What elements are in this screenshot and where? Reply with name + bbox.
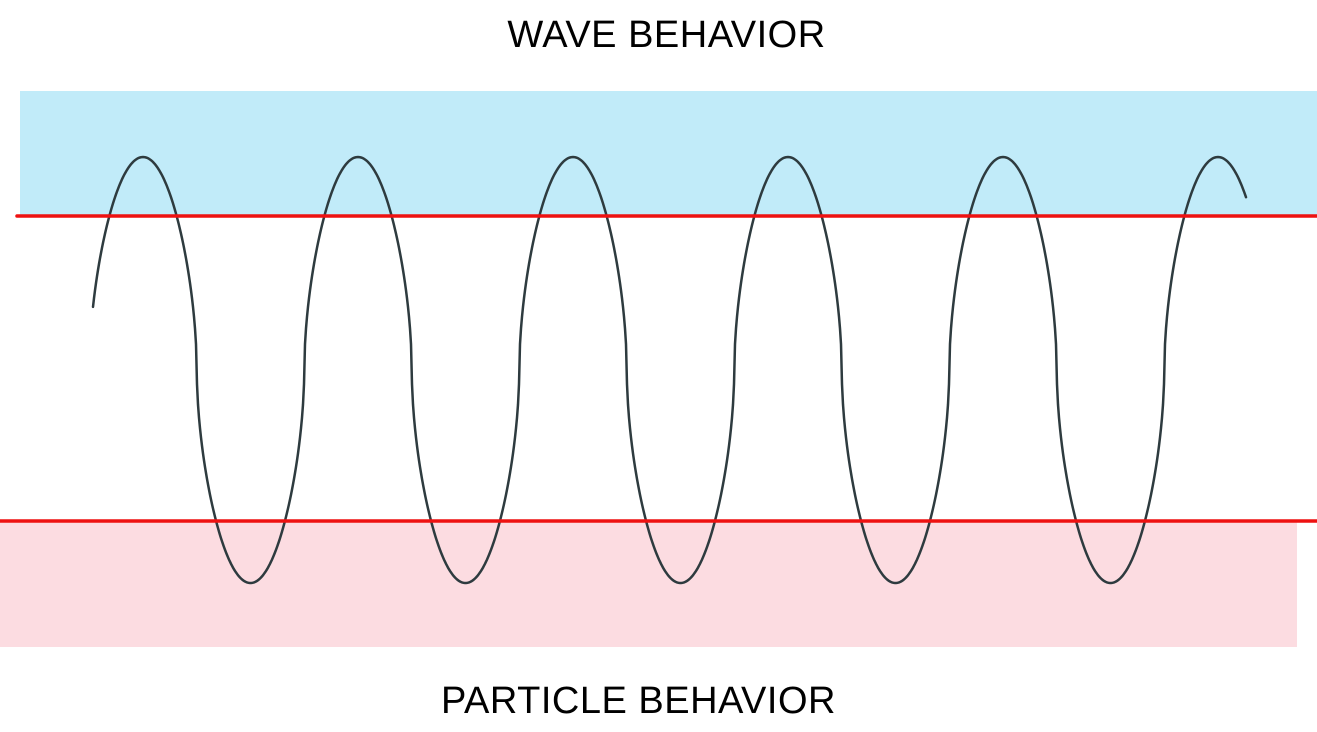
particle-behavior-band (0, 521, 1297, 647)
particle-behavior-label: PARTICLE BEHAVIOR (441, 680, 836, 722)
wave-behavior-label: WAVE BEHAVIOR (507, 14, 826, 56)
wave-behavior-band (20, 91, 1317, 216)
oscillating-wave (91, 155, 1248, 585)
